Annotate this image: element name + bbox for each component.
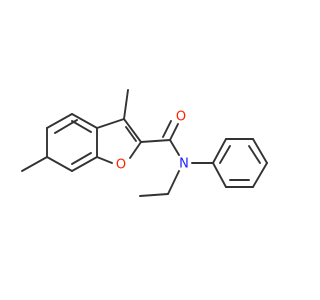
bond [219, 145, 231, 164]
atom-oxygen-furan: O [116, 158, 126, 173]
atom-nitrogen: N [179, 157, 189, 172]
bond [167, 170, 180, 195]
bond [169, 123, 179, 141]
molecule-structure: O O N [21, 89, 268, 197]
bond [71, 156, 98, 172]
bond [71, 120, 92, 133]
bond [71, 152, 92, 165]
bond [248, 145, 261, 164]
bond [46, 113, 73, 129]
bond [139, 193, 169, 197]
bond [123, 118, 142, 143]
bond [96, 156, 113, 164]
bond [252, 162, 268, 188]
bond [212, 162, 227, 188]
bond [123, 89, 129, 120]
bond [252, 138, 268, 164]
bond [71, 113, 98, 129]
structure-canvas: O O N [21, 89, 268, 197]
bond [162, 120, 172, 138]
bond [21, 156, 48, 172]
bond [125, 126, 137, 142]
bond [96, 118, 125, 129]
bond [129, 141, 142, 159]
atom-oxygen-carbonyl: O [176, 110, 186, 125]
bond [169, 139, 180, 156]
bond [212, 138, 227, 164]
bond [140, 139, 171, 143]
bond [46, 156, 73, 172]
